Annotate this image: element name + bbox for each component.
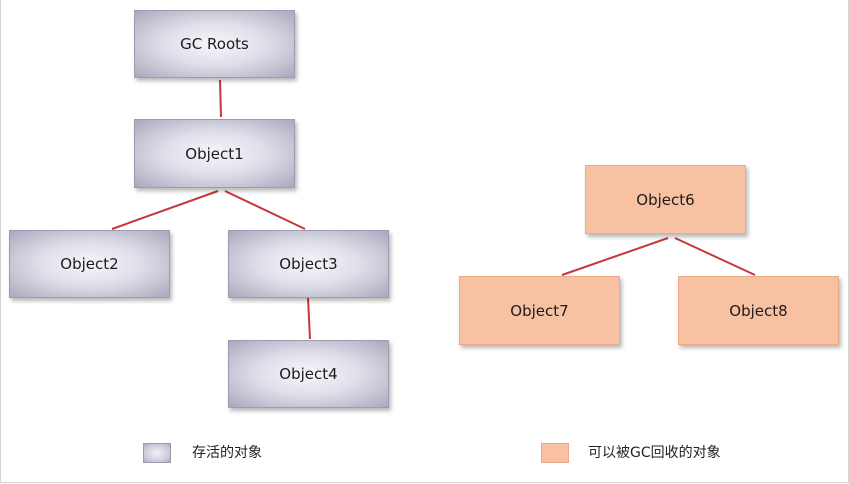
node-object6: Object6 [585, 165, 746, 234]
node-object7: Object7 [459, 276, 620, 345]
legend-swatch-collectable [541, 443, 569, 463]
connector-object3-object4 [307, 297, 311, 340]
node-object3-label: Object3 [279, 255, 338, 273]
connector-object1-object3 [224, 190, 306, 230]
node-gc-roots-label: GC Roots [180, 35, 249, 53]
connector-object6-object8 [674, 237, 756, 276]
node-object8-label: Object8 [729, 301, 788, 320]
node-object4: Object4 [228, 340, 389, 408]
legend-label-collectable: 可以被GC回收的对象 [588, 445, 721, 461]
node-object8: Object8 [678, 276, 839, 345]
node-object3: Object3 [228, 230, 389, 298]
connector-object1-object2 [111, 190, 219, 230]
legend-swatch-live [143, 443, 171, 463]
node-object6-label: Object6 [636, 190, 695, 209]
node-object1: Object1 [134, 119, 295, 188]
legend-label-live: 存活的对象 [192, 445, 262, 461]
node-object2-label: Object2 [60, 255, 119, 273]
connector-gcroots-object1 [219, 79, 222, 118]
connector-object6-object7 [561, 237, 669, 276]
node-object7-label: Object7 [510, 301, 569, 320]
node-object2: Object2 [9, 230, 170, 298]
node-object1-label: Object1 [185, 144, 244, 163]
node-gc-roots: GC Roots [134, 10, 295, 78]
node-object4-label: Object4 [279, 365, 338, 383]
